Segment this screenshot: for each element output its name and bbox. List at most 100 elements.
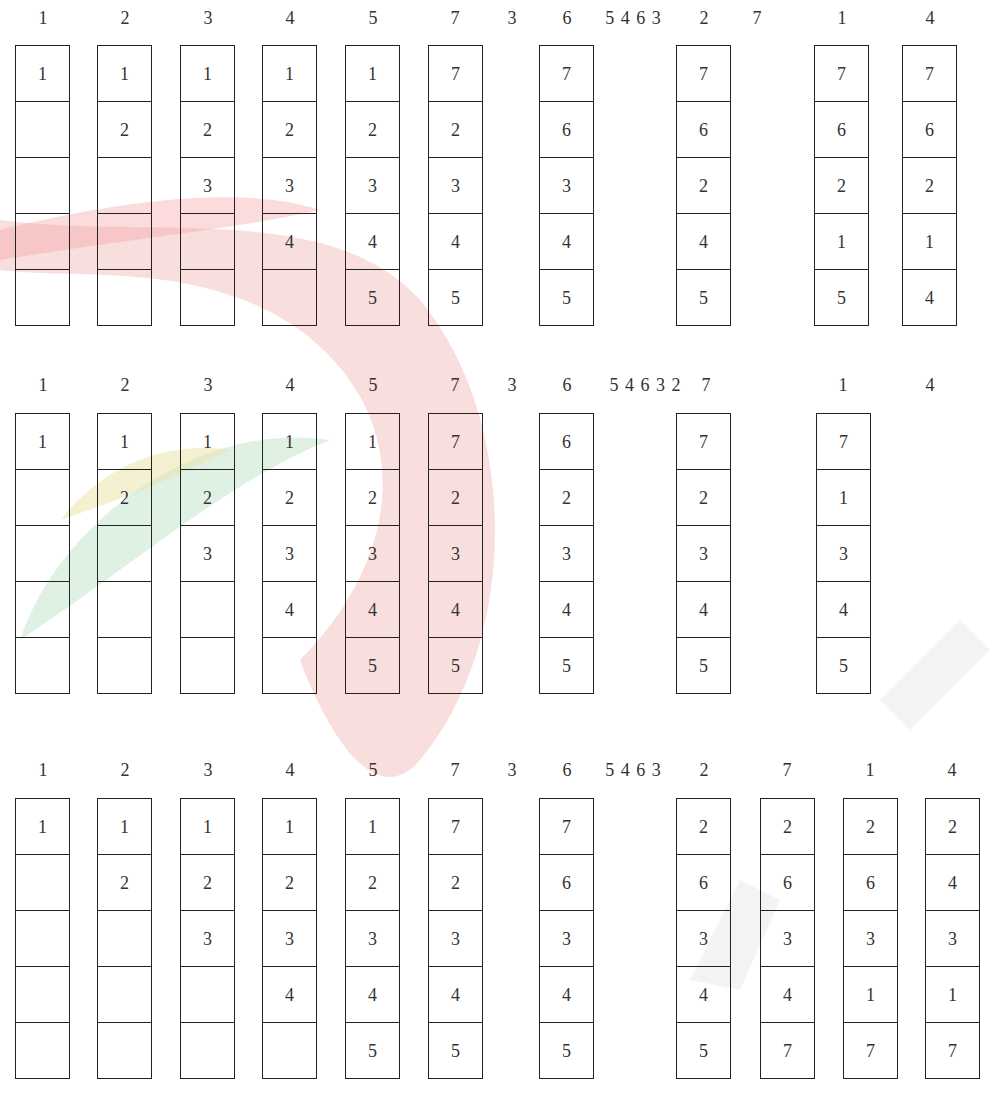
empty-cell [16, 102, 70, 158]
frame-cell: 4 [676, 213, 731, 270]
page-number: 1 [38, 65, 47, 83]
frame-cell: 1 [97, 798, 152, 855]
page-number: 3 [203, 545, 212, 563]
frame-cell: 7 [676, 45, 731, 102]
page-number: 7 [866, 1042, 875, 1060]
page-number: 1 [38, 433, 47, 451]
page-number: 5 [699, 289, 708, 307]
reference-string: 7 [451, 9, 460, 27]
frame-cell: 1 [97, 45, 152, 102]
page-number: 3 [203, 177, 212, 195]
page-number: 2 [451, 121, 460, 139]
page-number: 3 [368, 545, 377, 563]
page-number: 6 [866, 874, 875, 892]
empty-cell [98, 158, 152, 214]
page-number: 3 [866, 930, 875, 948]
frame-cell: 4 [539, 966, 594, 1023]
frame-cell: 7 [428, 45, 483, 102]
frame-cell: 7 [428, 798, 483, 855]
page-number: 1 [38, 818, 47, 836]
frame-cell: 5 [676, 637, 731, 694]
page-number: 3 [839, 545, 848, 563]
page-number: 5 [837, 289, 846, 307]
page-number: 2 [562, 489, 571, 507]
page-number: 6 [925, 121, 934, 139]
frame-cell: 7 [676, 413, 731, 470]
page-number: 4 [562, 601, 571, 619]
empty-cell [181, 638, 235, 694]
page-number: 1 [285, 818, 294, 836]
page-number: 2 [948, 818, 957, 836]
page-number: 7 [783, 1042, 792, 1060]
page-number: 5 [562, 289, 571, 307]
empty-cell [16, 470, 70, 526]
reference-string: 6 [563, 761, 572, 779]
page-number: 4 [562, 986, 571, 1004]
frame-cell: 6 [843, 854, 898, 911]
frame-cell: 1 [15, 45, 70, 102]
page-number: 1 [368, 818, 377, 836]
frame-cell: 2 [676, 157, 731, 214]
page-number: 2 [203, 874, 212, 892]
empty-cell [16, 911, 70, 967]
frame-cell: 4 [816, 581, 871, 638]
page-number: 3 [368, 177, 377, 195]
page-number: 5 [699, 1042, 708, 1060]
frame-cell: 5 [676, 269, 731, 326]
frame-cell: 7 [760, 1022, 815, 1079]
empty-cell [181, 967, 235, 1023]
frame-cell: 3 [539, 525, 594, 582]
page-number: 2 [368, 121, 377, 139]
page-number: 7 [839, 433, 848, 451]
frame-cell: 2 [262, 469, 317, 526]
frame-cell: 2 [345, 854, 400, 911]
page-number: 3 [948, 930, 957, 948]
reference-string: 3 [204, 376, 213, 394]
reference-string: 6 [563, 9, 572, 27]
frame-cell: 1 [925, 966, 980, 1023]
page-number: 4 [285, 601, 294, 619]
frame-cell: 5 [428, 1022, 483, 1079]
empty-cell [181, 270, 235, 326]
frame-cell: 3 [262, 157, 317, 214]
reference-string: 7 [753, 9, 762, 27]
page-number: 2 [120, 121, 129, 139]
frame-cell: 6 [539, 101, 594, 158]
frame-cell: 5 [539, 637, 594, 694]
page-number: 3 [368, 930, 377, 948]
page-number: 2 [925, 177, 934, 195]
frame-cell: 2 [180, 101, 235, 158]
reference-string: 3 [508, 761, 517, 779]
frame-cell: 6 [902, 101, 957, 158]
frame-cell: 4 [345, 966, 400, 1023]
reference-string: 2 [700, 9, 709, 27]
page-number: 7 [562, 65, 571, 83]
page-number: 4 [783, 986, 792, 1004]
page-number: 1 [948, 986, 957, 1004]
watermark-swoosh [0, 220, 495, 777]
empty-cell [16, 1023, 70, 1079]
reference-string: 5 [369, 9, 378, 27]
page-number: 3 [451, 930, 460, 948]
frame-cell: 2 [180, 469, 235, 526]
page-number: 1 [203, 433, 212, 451]
page-number: 6 [562, 433, 571, 451]
page-number: 4 [368, 601, 377, 619]
frame-cell: 3 [428, 157, 483, 214]
reference-string: 5 4 6 3 [605, 761, 661, 779]
empty-cell [98, 967, 152, 1023]
reference-string: 2 [121, 9, 130, 27]
page-number: 1 [203, 818, 212, 836]
reference-string: 1 [866, 761, 875, 779]
frame-cell: 4 [345, 213, 400, 270]
frame-cell: 3 [428, 910, 483, 967]
frame-cell: 2 [262, 854, 317, 911]
reference-string: 4 [286, 761, 295, 779]
frame-cell: 3 [843, 910, 898, 967]
page-number: 7 [948, 1042, 957, 1060]
page-number: 2 [203, 489, 212, 507]
frame-cell: 2 [345, 101, 400, 158]
frame-cell: 3 [345, 525, 400, 582]
frame-cell: 6 [539, 413, 594, 470]
page-number: 4 [699, 986, 708, 1004]
